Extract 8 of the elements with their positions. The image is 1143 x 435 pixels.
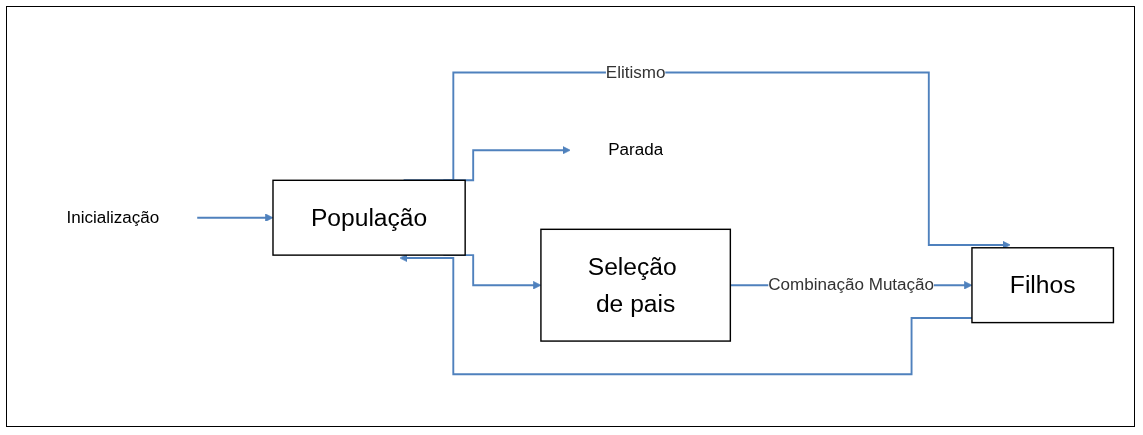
edge-label: Elitismo bbox=[605, 62, 665, 82]
node-text: Parada bbox=[607, 139, 663, 159]
node-text: Inicialização bbox=[65, 207, 159, 227]
node-box: Seleção de pais bbox=[539, 228, 731, 342]
edge-label: Combinação Mutação bbox=[767, 274, 934, 294]
arrow bbox=[195, 213, 273, 222]
node-box: População bbox=[271, 179, 466, 256]
node-box: Filhos bbox=[970, 246, 1114, 323]
